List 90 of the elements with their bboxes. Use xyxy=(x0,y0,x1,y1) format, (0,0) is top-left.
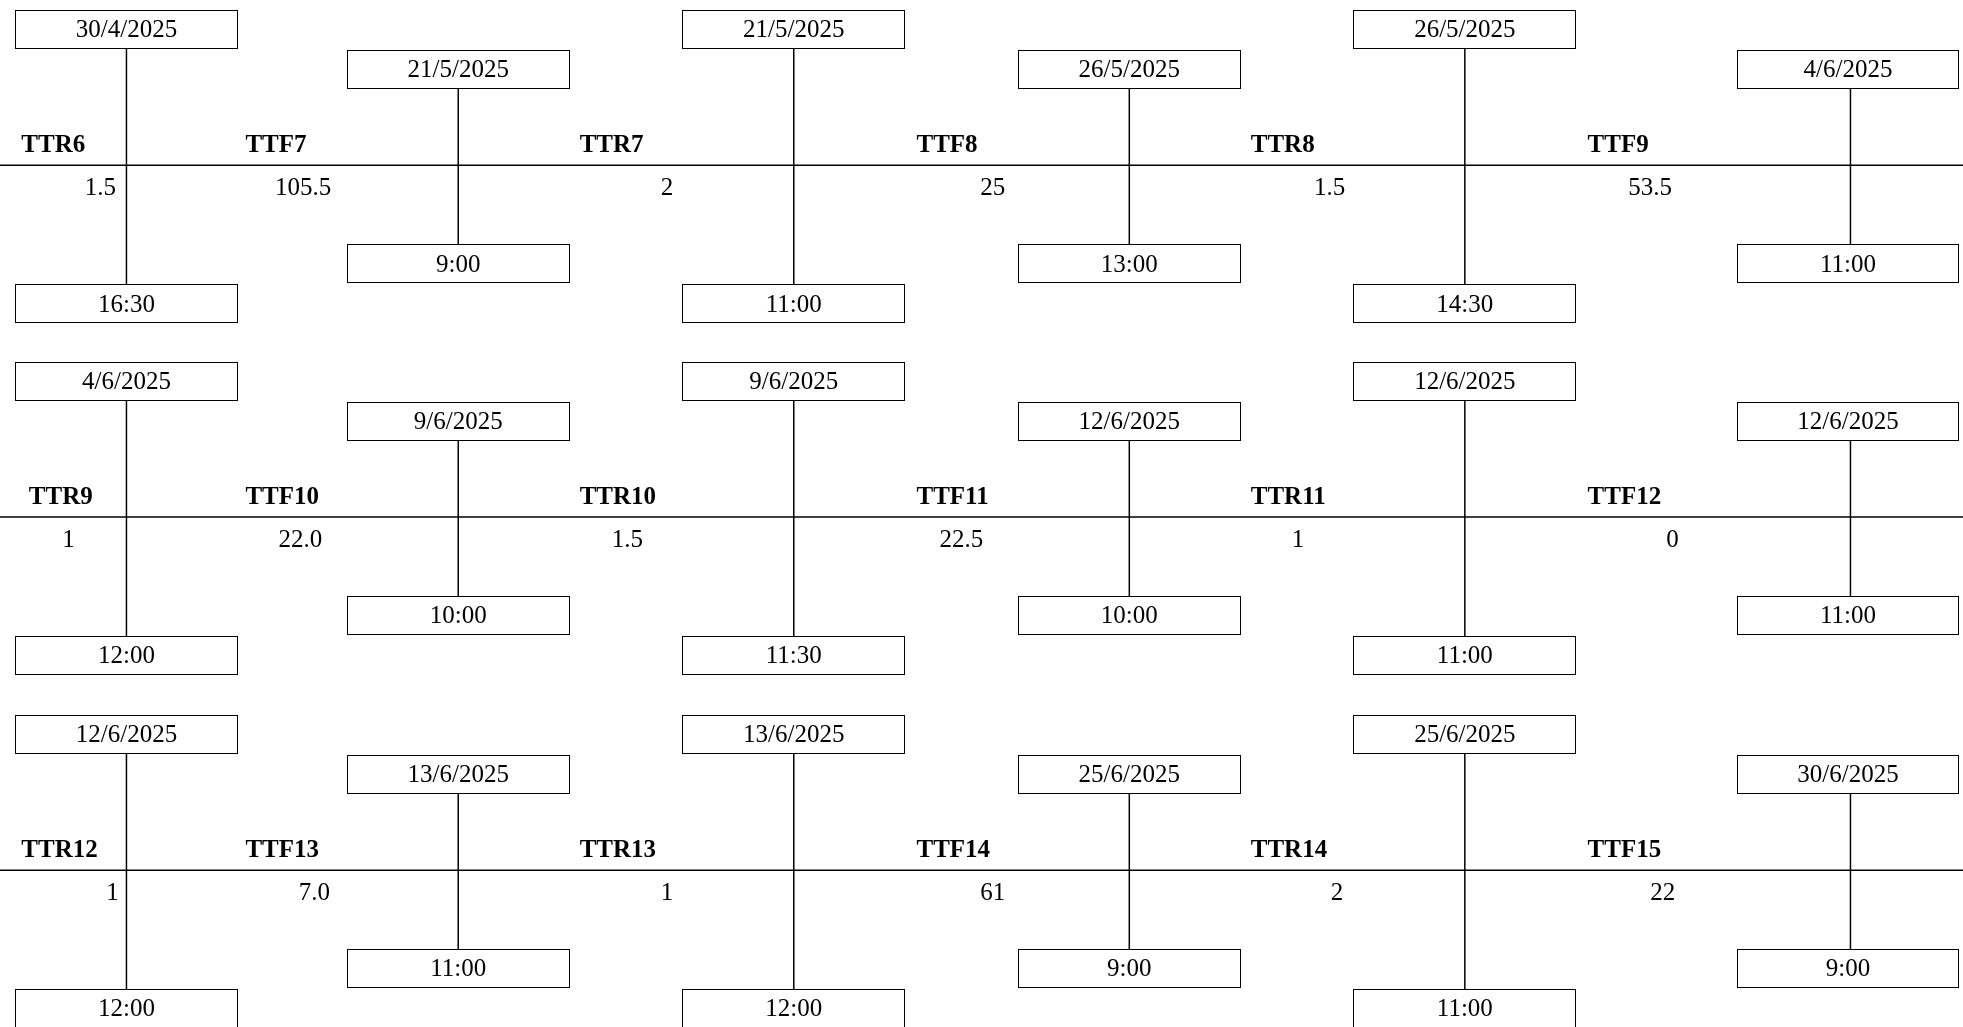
interval-value: 2 xyxy=(1330,878,1344,904)
connector-line xyxy=(1128,793,1131,950)
connector-line xyxy=(457,439,459,597)
date-box: 12/6/2025 xyxy=(1353,361,1577,401)
date-box: 30/4/2025 xyxy=(15,10,238,49)
interval-label: TTF7 xyxy=(245,131,307,157)
interval-value: 61 xyxy=(980,878,1006,904)
time-box: 11:30 xyxy=(682,636,906,675)
interval-value: 1.5 xyxy=(611,525,643,551)
interval-label: TTR13 xyxy=(579,836,657,862)
time-box: 12:00 xyxy=(15,636,238,675)
interval-label: TTF14 xyxy=(916,836,991,862)
time-box: 13:00 xyxy=(1017,244,1241,283)
connector-line xyxy=(1128,439,1131,597)
interval-label: TTF11 xyxy=(916,483,989,509)
date-box: 30/6/2025 xyxy=(1736,754,1960,794)
interval-value: 53.5 xyxy=(1628,174,1672,199)
connector-line xyxy=(1128,88,1131,245)
date-box: 12/6/2025 xyxy=(1736,401,1960,441)
date-box: 9/6/2025 xyxy=(682,361,906,401)
time-box: 9:00 xyxy=(346,244,570,283)
time-box: 11:00 xyxy=(1353,989,1577,1027)
interval-value: 105.5 xyxy=(274,174,332,199)
interval-label: TTF10 xyxy=(245,483,319,509)
date-box: 25/6/2025 xyxy=(1017,754,1241,794)
interval-label: TTF8 xyxy=(916,131,978,157)
time-box: 14:30 xyxy=(1353,284,1577,323)
date-box: 4/6/2025 xyxy=(15,361,238,401)
interval-value: 1 xyxy=(62,525,75,551)
date-box: 21/5/2025 xyxy=(346,50,570,89)
interval-label: TTR8 xyxy=(1250,131,1315,157)
date-box: 12/6/2025 xyxy=(15,714,238,754)
interval-label: TTR10 xyxy=(579,483,657,509)
interval-value: 1.5 xyxy=(84,174,116,199)
date-box: 13/6/2025 xyxy=(346,754,570,794)
connector-line xyxy=(125,48,128,285)
interval-label: TTR12 xyxy=(21,836,98,862)
connector-line xyxy=(457,88,459,245)
interval-value: 0 xyxy=(1666,525,1679,551)
connector-line xyxy=(793,399,795,637)
interval-value: 22.0 xyxy=(278,525,323,551)
connector-line xyxy=(1464,48,1466,285)
time-box: 16:30 xyxy=(15,284,238,323)
interval-label: TTF9 xyxy=(1587,131,1649,157)
interval-label: TTR11 xyxy=(1250,483,1326,509)
date-box: 13/6/2025 xyxy=(682,714,906,754)
connector-line xyxy=(457,793,459,950)
connector-line xyxy=(1849,793,1852,950)
interval-value: 1 xyxy=(106,878,119,904)
connector-line xyxy=(1849,88,1852,245)
interval-value: 22.5 xyxy=(939,525,984,551)
interval-label: TTR9 xyxy=(28,483,93,509)
interval-label: TTF15 xyxy=(1587,836,1662,862)
time-box: 11:00 xyxy=(346,949,570,988)
interval-label: TTF12 xyxy=(1587,483,1662,509)
time-box: 11:00 xyxy=(1736,244,1960,283)
date-box: 21/5/2025 xyxy=(682,10,906,49)
connector-line xyxy=(1464,752,1466,990)
time-box: 12:00 xyxy=(682,989,906,1027)
time-box: 9:00 xyxy=(1736,949,1960,988)
connector-line xyxy=(125,752,128,990)
date-box: 26/5/2025 xyxy=(1017,50,1241,89)
connector-line xyxy=(1849,439,1852,597)
interval-label: TTR7 xyxy=(579,131,644,157)
interval-value: 25 xyxy=(980,174,1006,199)
connector-line xyxy=(793,48,795,285)
interval-value: 7.0 xyxy=(298,878,330,904)
interval-label: TTR14 xyxy=(1250,836,1328,862)
date-box: 4/6/2025 xyxy=(1736,50,1960,89)
connector-line xyxy=(1464,399,1466,637)
interval-value: 2 xyxy=(660,174,674,199)
interval-value: 1 xyxy=(1291,525,1305,551)
date-box: 25/6/2025 xyxy=(1353,714,1577,754)
date-box: 9/6/2025 xyxy=(346,401,570,441)
time-box: 11:00 xyxy=(1736,595,1960,635)
time-box: 11:00 xyxy=(1353,636,1577,675)
time-box: 12:00 xyxy=(15,989,238,1027)
time-box: 9:00 xyxy=(1017,949,1241,988)
date-box: 26/5/2025 xyxy=(1353,10,1577,49)
interval-value: 22 xyxy=(1650,878,1676,904)
connector-line xyxy=(125,399,128,637)
interval-value: 1.5 xyxy=(1314,174,1346,199)
date-box: 12/6/2025 xyxy=(1017,401,1241,441)
time-box: 10:00 xyxy=(346,595,570,635)
interval-label: TTF13 xyxy=(245,836,319,862)
interval-value: 1 xyxy=(660,878,674,904)
interval-label: TTR6 xyxy=(21,131,86,157)
connector-line xyxy=(793,752,795,990)
time-box: 10:00 xyxy=(1017,595,1241,635)
time-box: 11:00 xyxy=(682,284,906,323)
